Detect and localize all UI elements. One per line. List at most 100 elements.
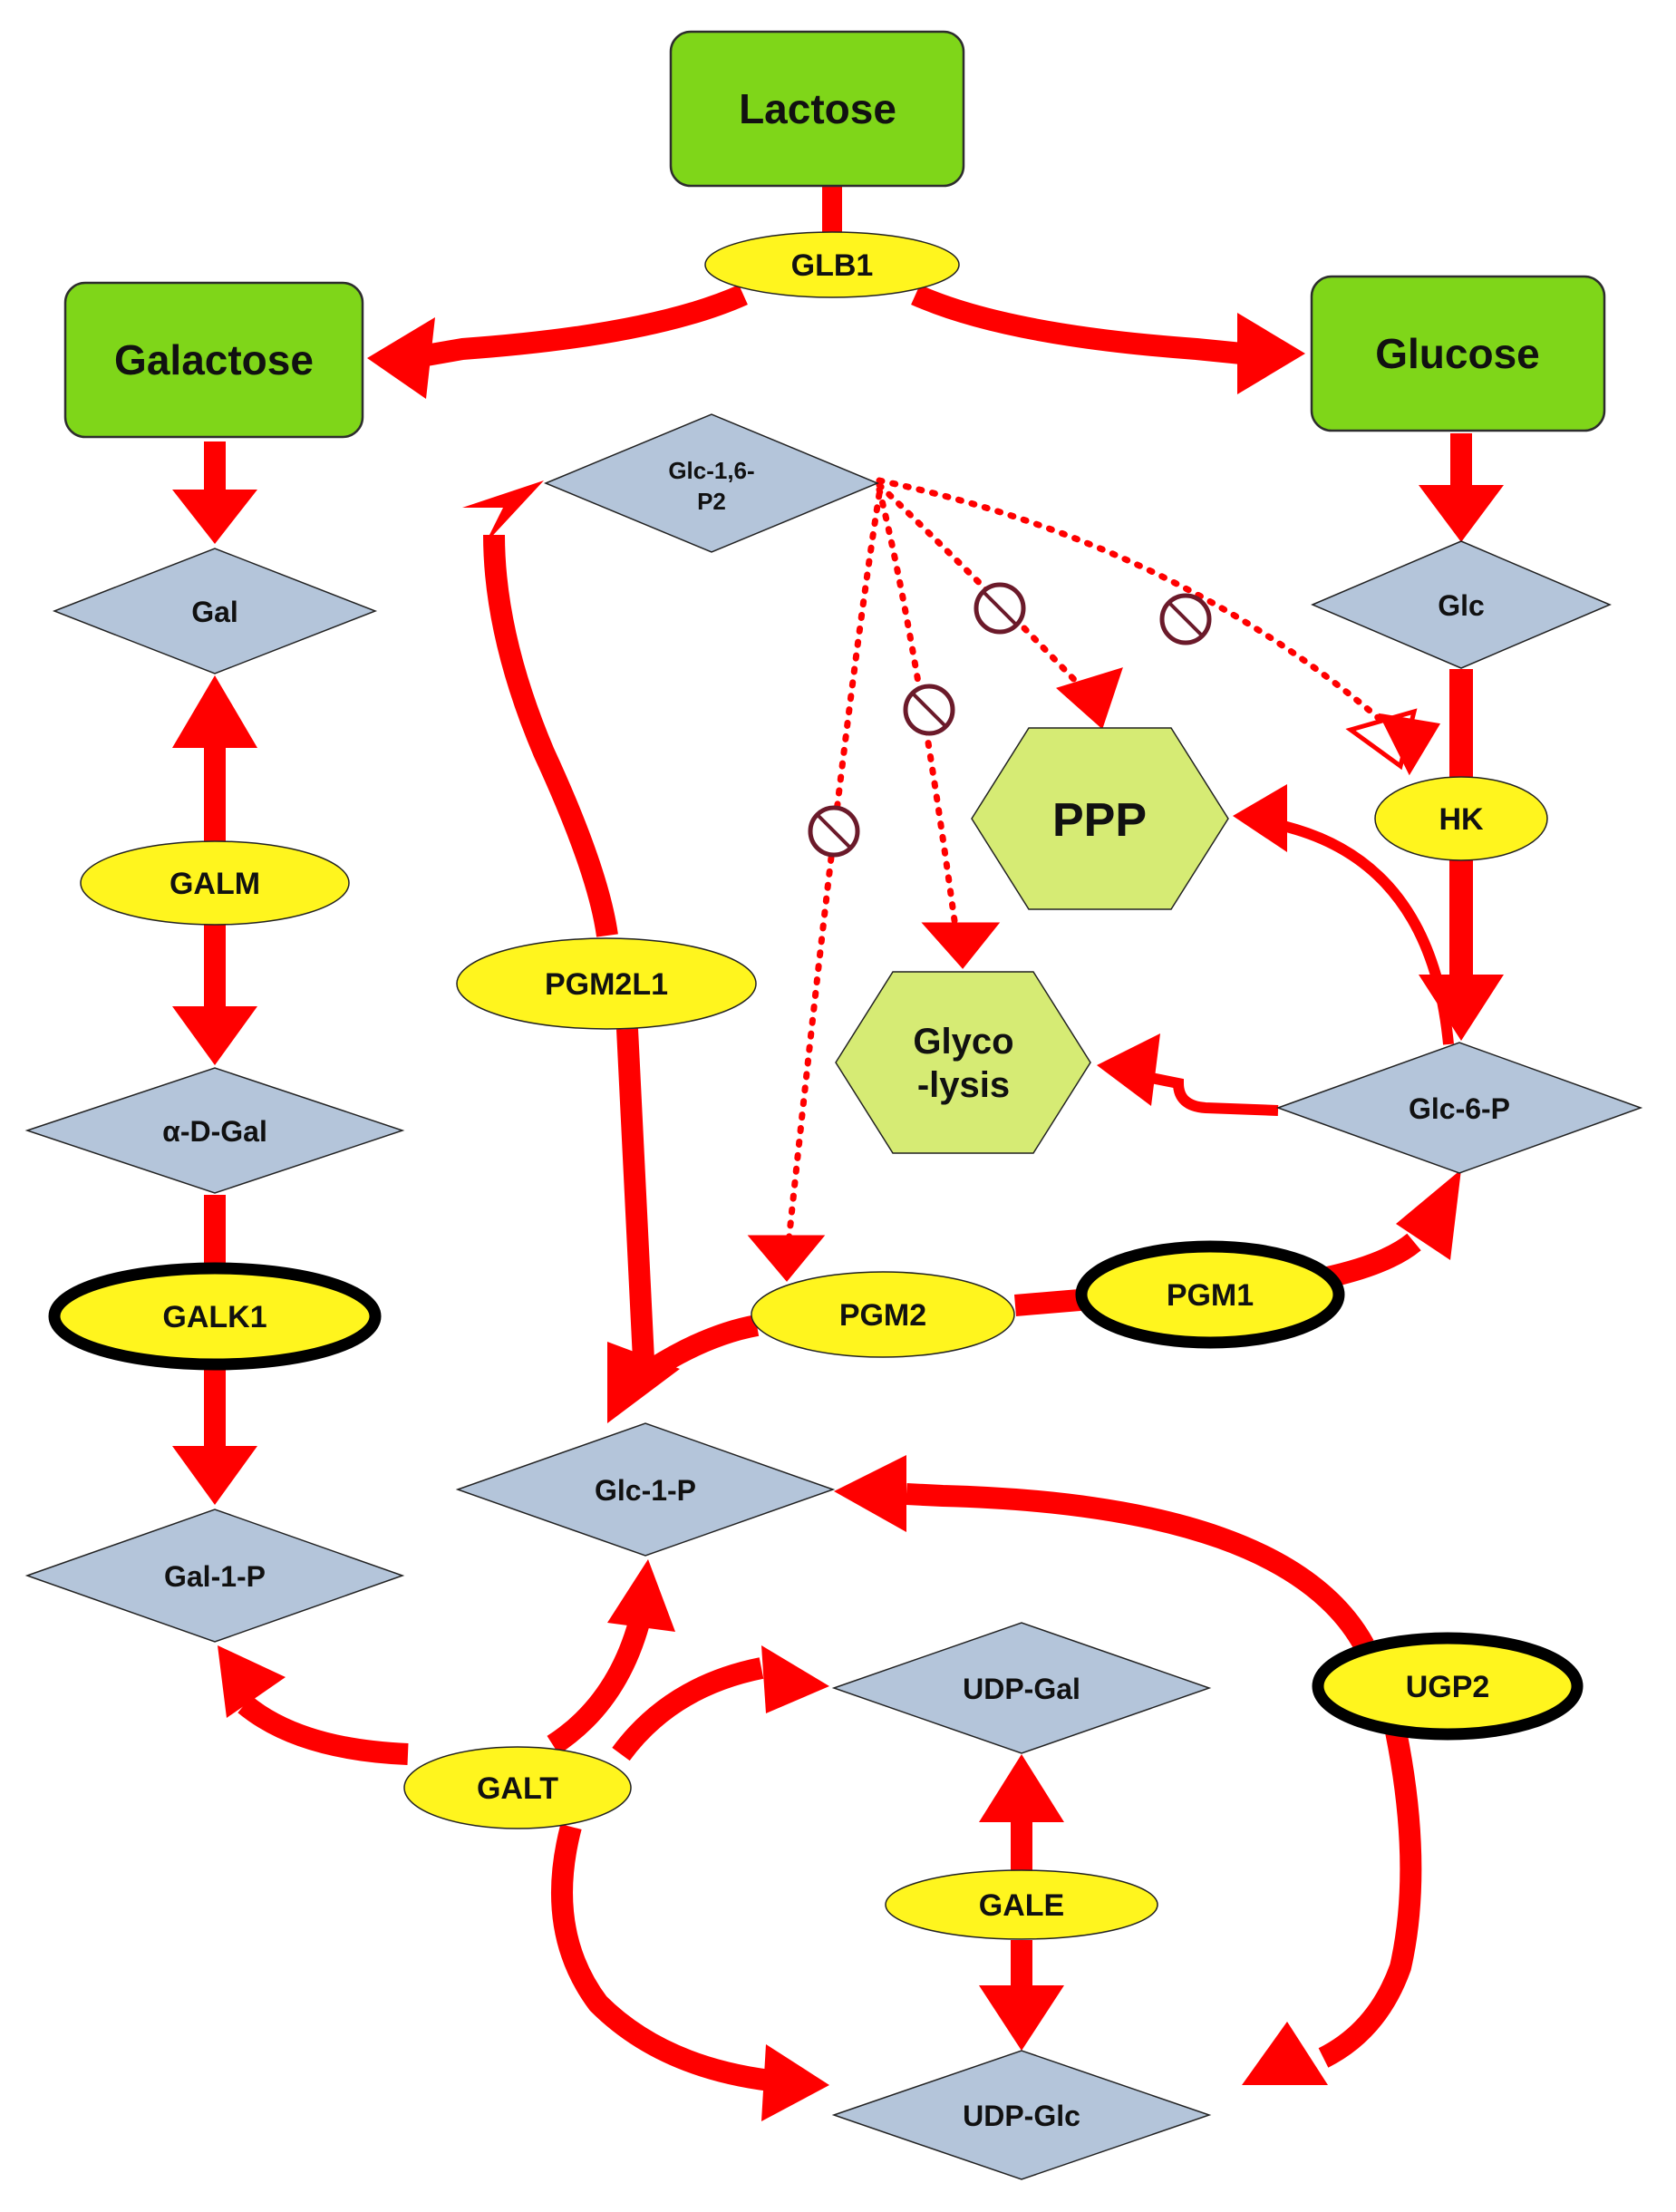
metabolite-udp-glc: UDP-Glc — [831, 2050, 1212, 2180]
head-ppp — [1233, 784, 1287, 852]
dotted-glc16p2-pgm2 — [785, 490, 883, 1246]
enzyme-pgm2l1: PGM2L1 — [456, 937, 757, 1030]
head-udpgal-bottom — [979, 1754, 1064, 1822]
head-galactose — [367, 317, 435, 399]
inhibition-icon-hk — [1159, 593, 1212, 645]
enzyme-ugp2: UGP2 — [1312, 1632, 1584, 1741]
metabolite-alpha-d-gal: α-D-Gal — [24, 1067, 405, 1194]
arrow-glb1-galactose — [423, 285, 748, 366]
dotted-head-ppp — [1056, 667, 1123, 730]
enzyme-glb1-label: GLB1 — [791, 248, 874, 283]
head-glc6p-bottom — [1396, 1169, 1461, 1260]
head-alphadgal — [172, 1006, 257, 1065]
pathway-glycolysis: Glyco -lysis — [835, 971, 1091, 1154]
arrow-heads — [172, 313, 1504, 2121]
head-gal1p-bottom — [218, 1645, 286, 1718]
arrow-galt-gal1p — [237, 1695, 409, 1765]
pathway-glycolysis-line1: Glyco — [913, 1022, 1013, 1062]
head-gal1p — [172, 1446, 257, 1505]
enzyme-hk-label: HK — [1439, 802, 1484, 837]
arrow-udpglc-galt — [551, 1823, 772, 2091]
head-glucose — [1237, 313, 1305, 394]
metabolite-glc16p2-line1: Glc-1,6- — [668, 457, 754, 484]
arrow-glc1p-pgm2l1 — [616, 1028, 654, 1361]
head-glycolysis — [1097, 1033, 1160, 1106]
pathway-ppp-label: PPP — [1052, 794, 1147, 847]
metabolite-gal-label: Gal — [191, 596, 238, 628]
head-gal — [172, 490, 257, 544]
enzyme-gale: GALE — [885, 1869, 1158, 1940]
inhibition-icon-ppp — [974, 582, 1026, 635]
inhibition-symbols — [808, 582, 1212, 858]
metabolite-udp-gal: UDP-Gal — [831, 1622, 1212, 1754]
head-udpglc-right — [1242, 2022, 1328, 2085]
metabolite-glc16p2-line2: P2 — [697, 488, 726, 515]
head-udpglc-top — [979, 1985, 1064, 2051]
inhibition-icon-glycolysis — [903, 684, 955, 736]
dotted-head-pgm2 — [747, 1235, 826, 1282]
metabolite-glc16p2: Glc-1,6- P2 — [544, 413, 879, 553]
enzyme-galk1-label: GALK1 — [162, 1300, 266, 1334]
pathway-glycolysis-line2: -lysis — [917, 1065, 1010, 1105]
sugar-galactose: Galactose — [63, 281, 364, 439]
head-glc6p — [1419, 975, 1504, 1041]
enzyme-glb1: GLB1 — [704, 231, 960, 298]
dotted-head-hk2 — [1378, 713, 1441, 776]
enzyme-galt-label: GALT — [477, 1771, 558, 1806]
enzyme-ugp2-label: UGP2 — [1406, 1670, 1490, 1704]
arrow-galt-glc1p — [547, 1619, 650, 1755]
head-glc1p-top — [607, 1342, 680, 1423]
metabolite-glc6p-label: Glc-6-P — [1409, 1092, 1510, 1125]
sugar-glucose-label: Glucose — [1375, 330, 1540, 377]
arrow-ugp2-udpglc — [1318, 1729, 1422, 2068]
metabolite-glc6p: Glc-6-P — [1275, 1042, 1643, 1174]
arrow-pgm2-glc1p — [646, 1315, 760, 1379]
dotted-glc16p2-glycolysis — [876, 486, 960, 937]
enzyme-galk1: GALK1 — [48, 1262, 382, 1371]
metabolite-glc1p-label: Glc-1-P — [595, 1474, 696, 1507]
metabolite-gal: Gal — [52, 548, 378, 674]
metabolite-glc1p: Glc-1-P — [455, 1422, 836, 1557]
enzyme-hk: HK — [1374, 776, 1548, 861]
arrow-glb1-glucose — [911, 285, 1244, 364]
arrow-glc6p-glycolysis — [1131, 1069, 1279, 1116]
dotted-glc16p2-ppp — [876, 481, 1087, 693]
enzyme-galm-label: GALM — [170, 867, 260, 901]
metabolite-udp-gal-label: UDP-Gal — [963, 1673, 1080, 1705]
sugar-lactose-label: Lactose — [739, 85, 896, 132]
pathway-ppp: PPP — [971, 727, 1229, 910]
arrow-galt-udpgal — [612, 1657, 764, 1761]
head-udpgal — [761, 1645, 829, 1713]
enzyme-pgm1: PGM1 — [1075, 1240, 1345, 1349]
head-glc — [1419, 485, 1504, 542]
sugar-galactose-label: Galactose — [114, 336, 314, 383]
head-gal-up — [172, 675, 257, 748]
metabolite-gal1p: Gal-1-P — [24, 1509, 405, 1643]
enzyme-pgm2: PGM2 — [751, 1271, 1015, 1358]
arrow-pgm2l1-glc16p2 — [483, 534, 618, 937]
enzyme-pgm1-label: PGM1 — [1167, 1278, 1254, 1313]
metabolite-alpha-d-gal-label: α-D-Gal — [162, 1115, 267, 1148]
enzyme-galt: GALT — [403, 1746, 632, 1829]
arrow-ugp2-glc1p — [906, 1483, 1374, 1651]
metabolite-glc: Glc — [1311, 540, 1612, 669]
head-glc1p-bottom — [607, 1559, 675, 1632]
metabolite-udp-glc-label: UDP-Glc — [963, 2100, 1080, 2132]
metabolite-glc-label: Glc — [1438, 589, 1485, 622]
dotted-head-glycolysis — [921, 922, 1001, 969]
enzyme-pgm2-label: PGM2 — [839, 1298, 926, 1333]
inhibition-icon-pgm2 — [808, 805, 860, 858]
regulation-lines — [785, 477, 1390, 1246]
enzyme-gale-label: GALE — [979, 1888, 1064, 1923]
sugar-lactose: Lactose — [669, 30, 965, 188]
arrow-pgm1-glc6p — [1321, 1233, 1421, 1289]
head-udpglc-left — [761, 2044, 829, 2121]
dotted-glc16p2-hk — [876, 477, 1390, 729]
head-glc1p-right — [834, 1455, 906, 1532]
sugar-glucose: Glucose — [1310, 275, 1606, 432]
enzyme-galm: GALM — [80, 840, 350, 926]
enzyme-pgm2l1-label: PGM2L1 — [545, 967, 668, 1002]
head-glc16p2 — [462, 480, 544, 544]
metabolite-gal1p-label: Gal-1-P — [164, 1560, 266, 1593]
